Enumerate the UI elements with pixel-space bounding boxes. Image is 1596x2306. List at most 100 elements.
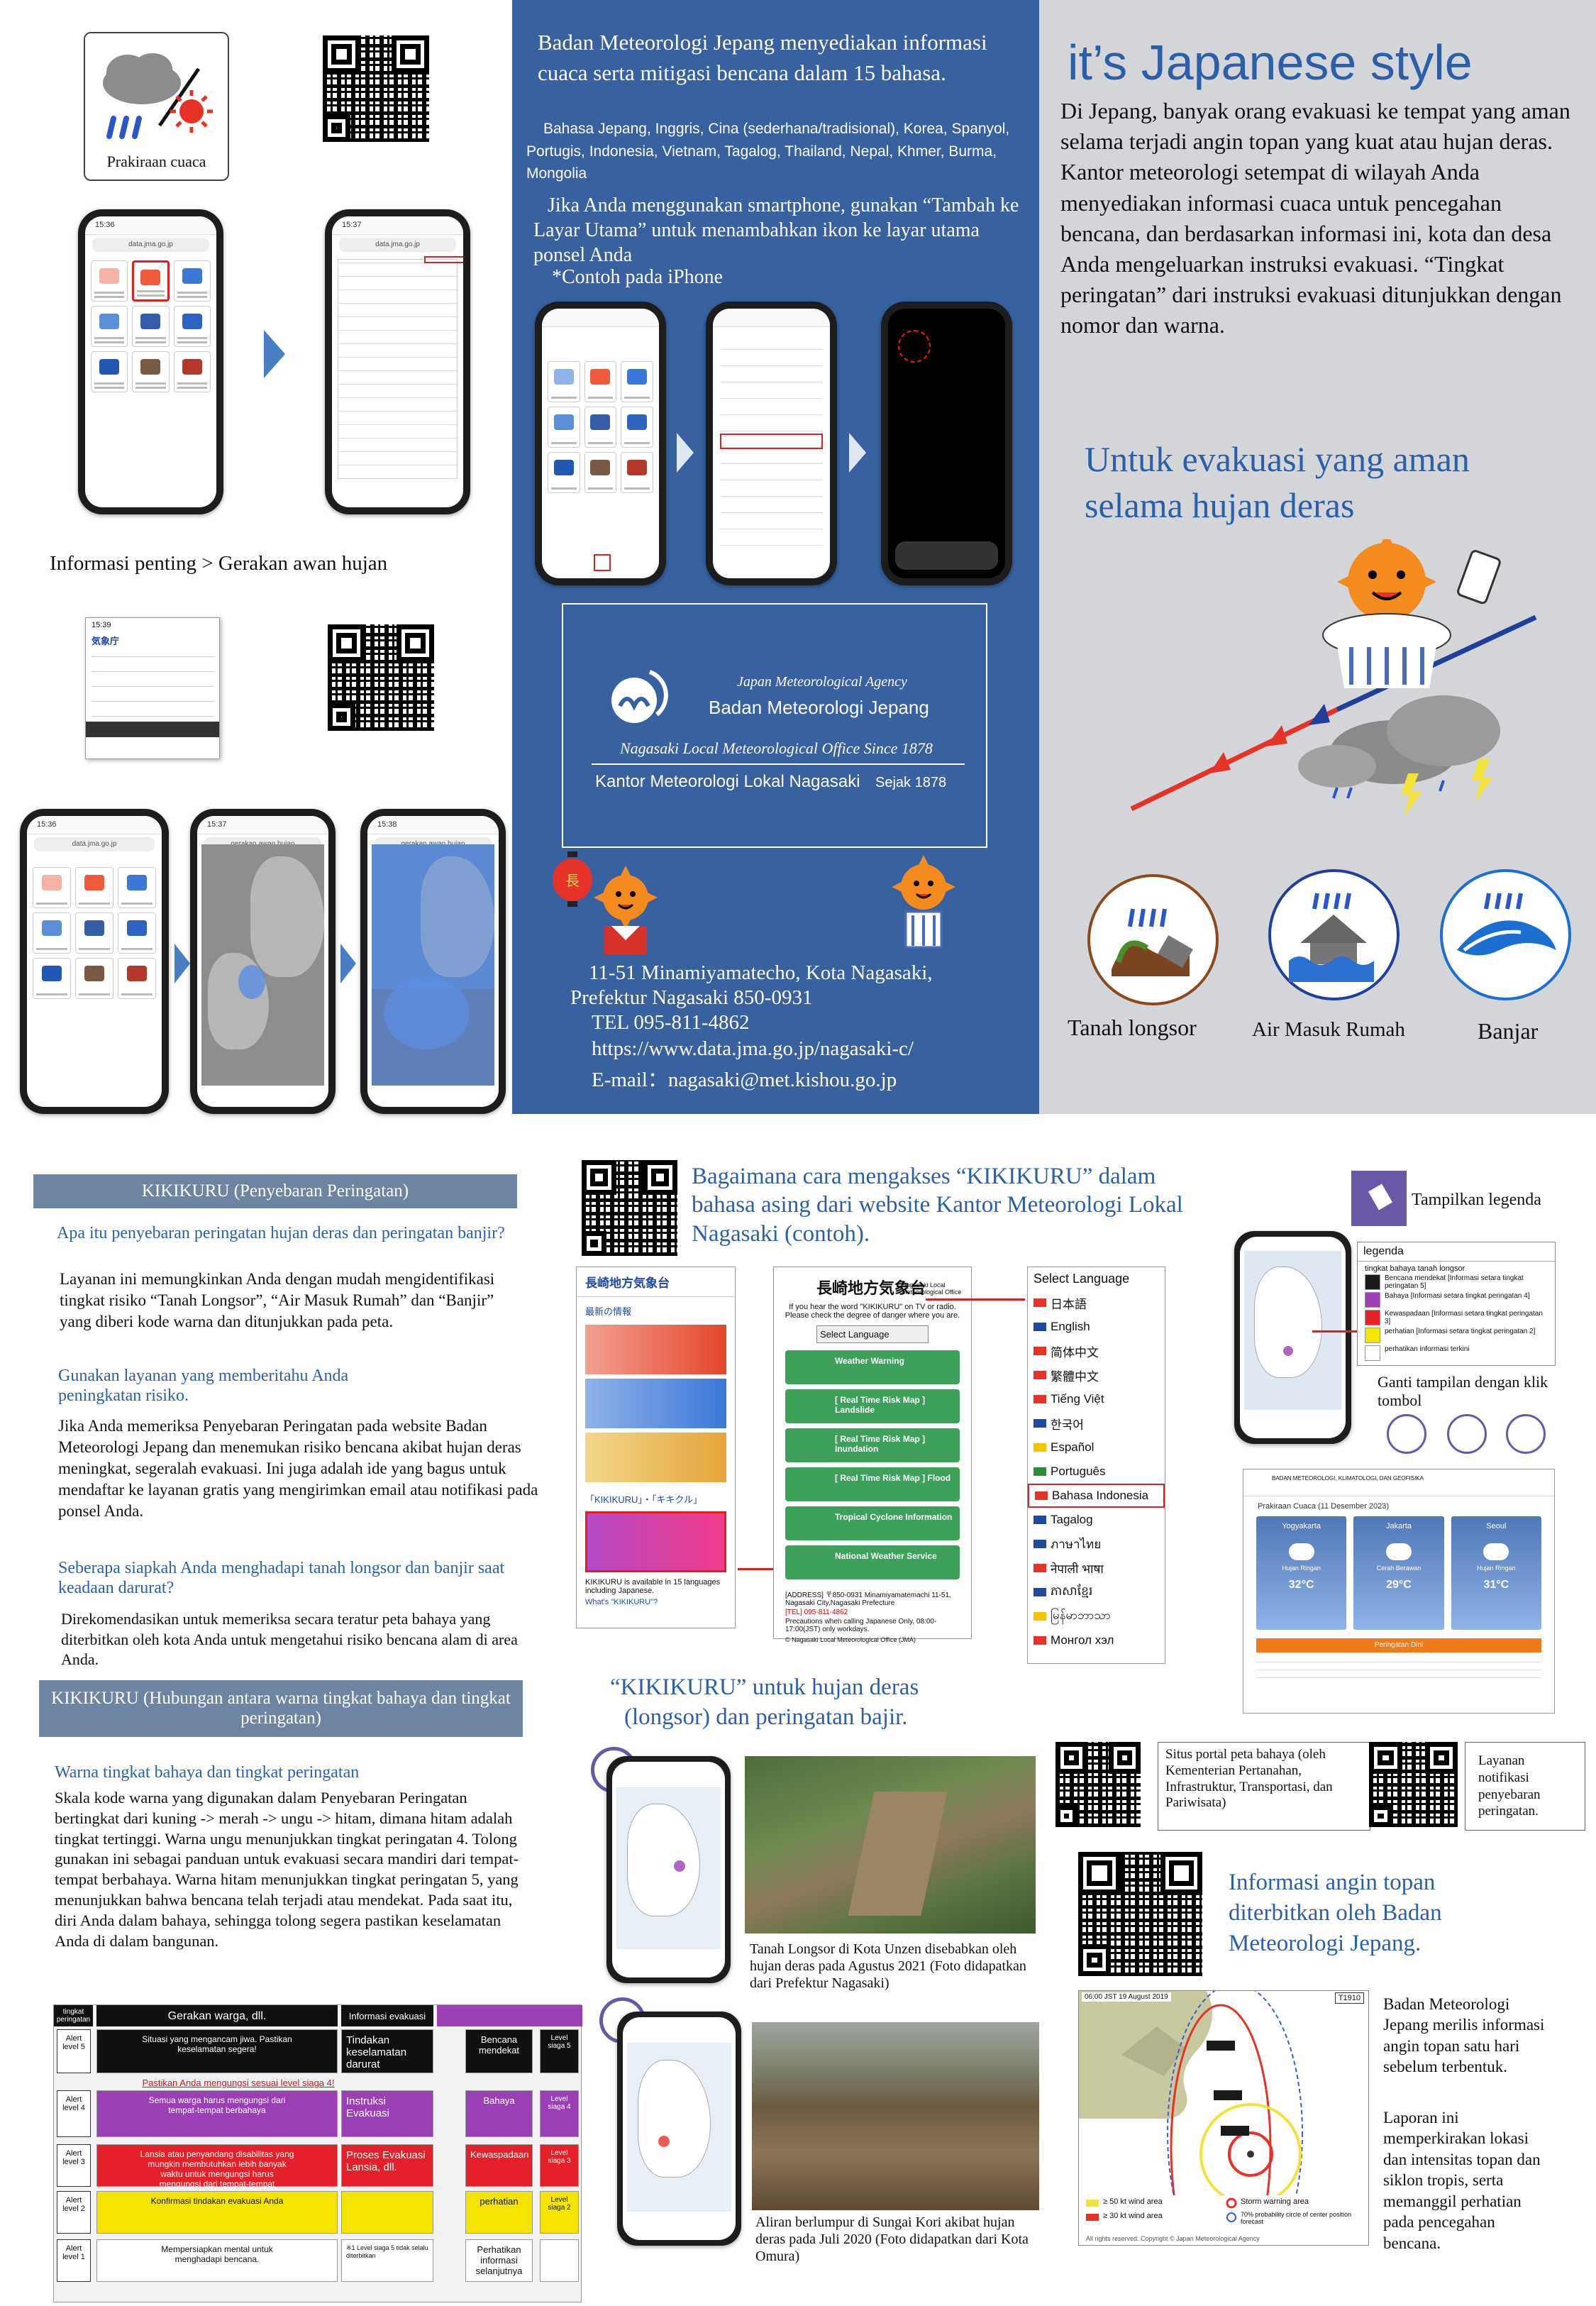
- select-language-dropdown[interactable]: Select Language: [816, 1325, 929, 1343]
- language-option[interactable]: नेपाली भाषा: [1028, 1556, 1165, 1580]
- mudflow-photo: [752, 2022, 1039, 2210]
- legend-button-icon[interactable]: [1351, 1171, 1407, 1226]
- qr-code-rain-cloud[interactable]: [328, 624, 434, 731]
- menu-tile[interactable]: [33, 867, 71, 908]
- table-lv-cell: Level siaga 2: [540, 2191, 579, 2234]
- qr-code-notification[interactable]: [1369, 1742, 1458, 1827]
- rain-map[interactable]: [201, 844, 324, 1086]
- menu-tile-grid: [85, 255, 216, 398]
- inundation-view-icon[interactable]: [1447, 1414, 1487, 1454]
- kikikuru-what[interactable]: What's "KIKIKURU"?: [585, 1598, 658, 1606]
- menu-tile[interactable]: [173, 260, 211, 302]
- table-risk-cell: Kewaspadaan: [465, 2144, 533, 2187]
- menu-tile[interactable]: [584, 407, 617, 448]
- bmkg-title: BADAN METEOROLOGI, KLIMATOLOGI, DAN GEOF…: [1272, 1475, 1424, 1482]
- menu-tile[interactable]: [173, 351, 211, 392]
- add-to-home-highlight[interactable]: [720, 434, 823, 449]
- bmkg-header: BADAN METEOROLOGI, KLIMATOLOGI, DAN GEOF…: [1243, 1469, 1554, 1496]
- table-level-cell: Alert level 5: [57, 2029, 91, 2073]
- language-option[interactable]: Монгол хэл: [1028, 1628, 1165, 1653]
- menu-tile[interactable]: [75, 912, 113, 954]
- language-option[interactable]: ភាសាខ្មែរ: [1028, 1580, 1165, 1604]
- language-option[interactable]: ภาษาไทย: [1028, 1532, 1165, 1556]
- language-option[interactable]: Português: [1028, 1460, 1165, 1484]
- menu-tile[interactable]: [118, 867, 156, 908]
- landslide-map[interactable]: [616, 1787, 721, 1949]
- en-site-button[interactable]: Weather Warning: [785, 1350, 960, 1384]
- table-lv-cell: [540, 2239, 579, 2282]
- en-site-button[interactable]: [ Real Time Risk Map ] Landslide: [785, 1389, 960, 1423]
- language-option[interactable]: Español: [1028, 1435, 1165, 1460]
- menu-tile[interactable]: [118, 958, 156, 999]
- menu-tile[interactable]: [75, 958, 113, 999]
- menu-tile[interactable]: [173, 306, 211, 347]
- en-site-button[interactable]: National Weather Service: [785, 1545, 960, 1579]
- flood-view-icon[interactable]: [1506, 1414, 1546, 1454]
- menu-tile[interactable]: [132, 351, 170, 392]
- en-site-button[interactable]: [ Real Time Risk Map ] Inundation: [785, 1428, 960, 1462]
- flag-icon: [1033, 1298, 1046, 1307]
- menu-tile[interactable]: [548, 407, 580, 448]
- en-site-button[interactable]: [ Real Time Risk Map ] Flood: [785, 1467, 960, 1501]
- rain-map[interactable]: [372, 844, 494, 1086]
- sun-mascot-kimono-icon: [583, 866, 668, 958]
- menu-tile[interactable]: [91, 351, 128, 392]
- language-option[interactable]: Tiếng Việt: [1028, 1387, 1165, 1411]
- language-option[interactable]: 한국어: [1028, 1411, 1165, 1435]
- language-option[interactable]: 繁體中文: [1028, 1363, 1165, 1387]
- menu-tile[interactable]: [118, 912, 156, 954]
- language-option[interactable]: Tagalog: [1028, 1508, 1165, 1532]
- qr-code-forecast[interactable]: [323, 35, 429, 142]
- language-option[interactable]: Bahasa Indonesia: [1028, 1484, 1165, 1508]
- menu-tile[interactable]: [548, 452, 580, 493]
- city-name: Jakarta: [1385, 1522, 1412, 1530]
- en-site-button[interactable]: Tropical Cyclone Information: [785, 1506, 960, 1540]
- language-option[interactable]: 日本語: [1028, 1291, 1165, 1315]
- menu-tile[interactable]: [621, 452, 653, 493]
- menu-tile[interactable]: [621, 361, 653, 402]
- menu-tile[interactable]: [548, 361, 580, 402]
- intro-text: Badan Meteorologi Jepang menyediakan inf…: [538, 30, 987, 86]
- menu-tile[interactable]: [33, 912, 71, 954]
- qr-code-kikikuru[interactable]: [582, 1160, 677, 1256]
- phone-jma-home: 15:36 data.jma.go.jp: [78, 209, 223, 514]
- menu-tile[interactable]: [132, 306, 170, 347]
- table-action-cell: Konfirmasi tindakan evakuasi Anda: [96, 2191, 338, 2234]
- flag-icon: [1033, 1419, 1046, 1428]
- flag-icon: [1033, 1443, 1046, 1452]
- language-option[interactable]: မြန်မာဘာသာ: [1028, 1604, 1165, 1628]
- phone-add-home-2: [706, 302, 837, 585]
- top-center-panel: Badan Meteorologi Jepang menyediakan inf…: [512, 0, 1039, 1114]
- table-action-cell: Situasi yang mengancam jiwa. Pastikan ke…: [96, 2029, 338, 2073]
- menu-tile[interactable]: [621, 407, 653, 448]
- banner-1[interactable]: [585, 1325, 726, 1374]
- qr-code-typhoon[interactable]: [1078, 1852, 1202, 1976]
- landslide-view-icon[interactable]: [1387, 1414, 1426, 1454]
- banner-3[interactable]: [585, 1433, 726, 1482]
- banner-2[interactable]: [585, 1379, 726, 1428]
- menu-tile[interactable]: [33, 958, 71, 999]
- email-link[interactable]: E-mail：nagasaki@met.kishou.go.jp: [592, 1069, 897, 1091]
- kikikuru-banner[interactable]: [585, 1511, 726, 1572]
- legend-item: Bahaya [Informasi setara tingkat peringa…: [1365, 1292, 1548, 1308]
- menu-tile[interactable]: [91, 260, 128, 302]
- city-desc: Hujan Ringan: [1282, 1565, 1321, 1572]
- qr-code-hazard-map[interactable]: [1055, 1742, 1141, 1827]
- menu-tile[interactable]: [91, 306, 128, 347]
- menu-tile[interactable]: [584, 452, 617, 493]
- top-right-panel: it’s Japanese style Di Jepang, banyak or…: [1039, 0, 1596, 1114]
- share-button-highlight[interactable]: [593, 554, 611, 571]
- menu-tile[interactable]: [75, 867, 113, 908]
- phone-jma-forecast: 15:37 data.jma.go.jp: [325, 209, 470, 514]
- menu-tile[interactable]: [584, 361, 617, 402]
- flood-map[interactable]: [627, 2043, 731, 2212]
- menu-tile[interactable]: [132, 260, 170, 302]
- language-option[interactable]: 简体中文: [1028, 1339, 1165, 1363]
- website-link[interactable]: https://www.data.jma.go.jp/nagasaki-c/: [592, 1037, 914, 1060]
- language-option[interactable]: English: [1028, 1315, 1165, 1339]
- app-icon-highlight[interactable]: [898, 330, 931, 363]
